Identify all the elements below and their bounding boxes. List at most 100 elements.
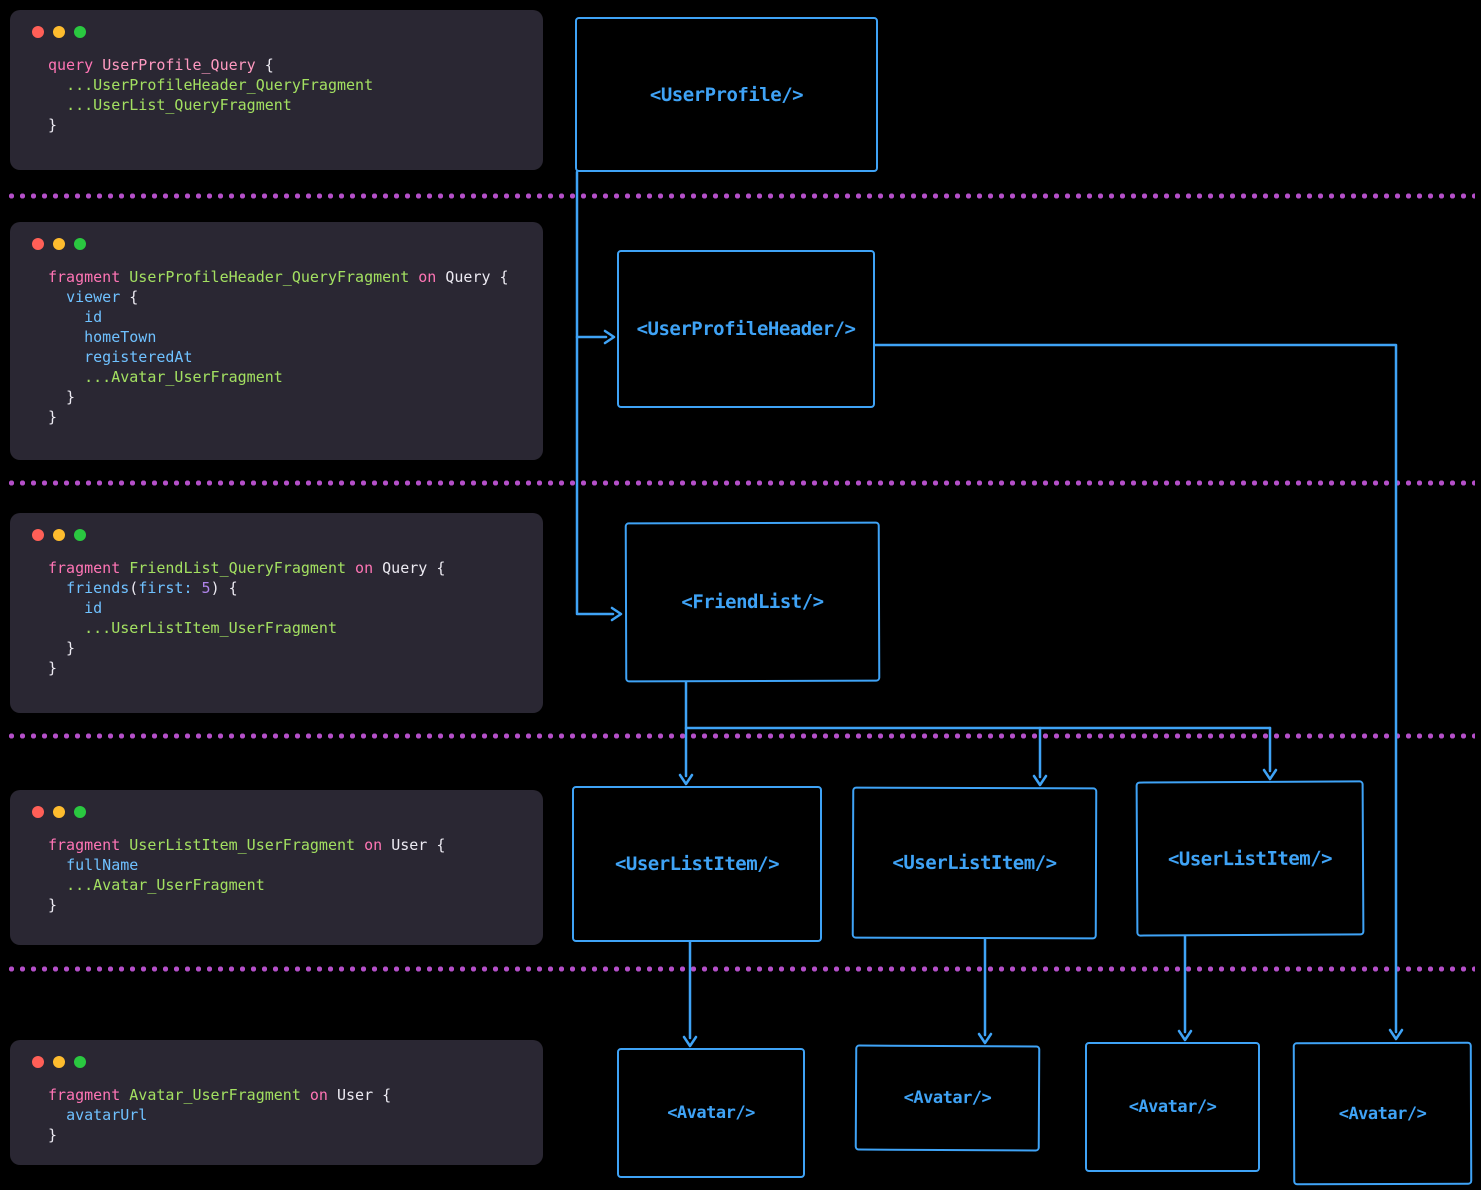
code-token: { bbox=[255, 56, 274, 74]
code-token: on bbox=[300, 1086, 337, 1104]
code-listing: fragment UserListItem_UserFragment on Us… bbox=[48, 835, 525, 915]
code-token: homeTown bbox=[84, 328, 157, 346]
component-box-avatar-3: <Avatar/> bbox=[1085, 1042, 1260, 1172]
component-box-user-profile: <UserProfile/> bbox=[575, 17, 878, 172]
code-token: ...UserListItem_UserFragment bbox=[84, 619, 337, 637]
zoom-button-icon bbox=[74, 238, 86, 250]
code-line: } bbox=[48, 895, 525, 915]
code-listing: fragment Avatar_UserFragment on User { a… bbox=[48, 1085, 525, 1145]
code-token: UserProfile_Query bbox=[102, 56, 256, 74]
code-token: FriendList_QueryFragment bbox=[129, 559, 347, 577]
component-label: <Avatar/> bbox=[667, 1103, 755, 1123]
code-line: } bbox=[48, 115, 525, 135]
code-token bbox=[48, 288, 66, 306]
code-token: ...Avatar_UserFragment bbox=[66, 876, 265, 894]
code-token: fragment bbox=[48, 836, 130, 854]
component-box-user-list-item-1: <UserListItem/> bbox=[572, 786, 822, 942]
code-token: id bbox=[84, 308, 103, 326]
code-token bbox=[48, 599, 84, 617]
code-token: { bbox=[373, 1086, 392, 1104]
component-box-avatar-1: <Avatar/> bbox=[617, 1048, 805, 1178]
code-token: ...Avatar_UserFragment bbox=[84, 368, 283, 386]
code-line: } bbox=[48, 407, 525, 427]
zoom-button-icon bbox=[74, 26, 86, 38]
component-label: <UserListItem/> bbox=[892, 851, 1057, 875]
code-token: UserProfileHeader_QueryFragment bbox=[129, 268, 410, 286]
code-line: } bbox=[48, 638, 525, 658]
minimize-button-icon bbox=[53, 1056, 65, 1068]
code-token: ) { bbox=[210, 579, 238, 597]
code-line: ...UserList_QueryFragment bbox=[48, 95, 525, 115]
code-line: avatarUrl bbox=[48, 1105, 525, 1125]
window-controls bbox=[32, 238, 525, 250]
dotted-separator bbox=[6, 733, 1475, 739]
code-token: } bbox=[48, 639, 76, 657]
code-token bbox=[193, 579, 202, 597]
code-line: ...UserListItem_UserFragment bbox=[48, 618, 525, 638]
code-line: fragment FriendList_QueryFragment on Que… bbox=[48, 558, 525, 578]
code-token bbox=[48, 368, 84, 386]
arrow-userlistitem-3-to-avatar-3 bbox=[1177, 934, 1193, 1042]
code-line: id bbox=[48, 598, 525, 618]
code-token: query bbox=[48, 56, 103, 74]
code-panel-user-profile-query: query UserProfile_Query { ...UserProfile… bbox=[10, 10, 543, 170]
code-token: { bbox=[427, 559, 446, 577]
code-token: Avatar_UserFragment bbox=[129, 1086, 301, 1104]
zoom-button-icon bbox=[74, 1056, 86, 1068]
code-token: Query bbox=[445, 268, 491, 286]
window-controls bbox=[32, 806, 525, 818]
code-token: } bbox=[48, 388, 76, 406]
code-token bbox=[48, 856, 66, 874]
code-panel-user-list-item-fragment: fragment UserListItem_UserFragment on Us… bbox=[10, 790, 543, 945]
code-token bbox=[48, 328, 84, 346]
zoom-button-icon bbox=[74, 806, 86, 818]
code-listing: query UserProfile_Query { ...UserProfile… bbox=[48, 55, 525, 135]
code-line: } bbox=[48, 387, 525, 407]
code-token: User bbox=[337, 1086, 374, 1104]
code-token: { bbox=[120, 288, 139, 306]
code-line: ...Avatar_UserFragment bbox=[48, 367, 525, 387]
code-line: fragment Avatar_UserFragment on User { bbox=[48, 1085, 525, 1105]
dotted-separator bbox=[6, 480, 1475, 486]
window-controls bbox=[32, 26, 525, 38]
code-token: User bbox=[391, 836, 428, 854]
code-line: fragment UserListItem_UserFragment on Us… bbox=[48, 835, 525, 855]
zoom-button-icon bbox=[74, 529, 86, 541]
code-token: friends bbox=[66, 579, 130, 597]
component-box-avatar-4: <Avatar/> bbox=[1292, 1041, 1473, 1186]
code-token bbox=[48, 308, 84, 326]
code-line: ...Avatar_UserFragment bbox=[48, 875, 525, 895]
code-line: friends(first: 5) { bbox=[48, 578, 525, 598]
minimize-button-icon bbox=[53, 26, 65, 38]
code-listing: fragment FriendList_QueryFragment on Que… bbox=[48, 558, 525, 678]
component-box-user-list-item-2: <UserListItem/> bbox=[851, 786, 1098, 940]
minimize-button-icon bbox=[53, 806, 65, 818]
code-line: fullName bbox=[48, 855, 525, 875]
code-token: fragment bbox=[48, 268, 130, 286]
code-token: UserListItem_UserFragment bbox=[129, 836, 356, 854]
close-button-icon bbox=[32, 26, 44, 38]
close-button-icon bbox=[32, 806, 44, 818]
code-line: viewer { bbox=[48, 287, 525, 307]
component-label: <Avatar/> bbox=[1128, 1097, 1217, 1117]
code-token: } bbox=[48, 116, 58, 134]
code-listing: fragment UserProfileHeader_QueryFragment… bbox=[48, 267, 525, 427]
code-token bbox=[48, 579, 66, 597]
code-token: } bbox=[48, 659, 58, 677]
close-button-icon bbox=[32, 238, 44, 250]
code-token: ...UserList_QueryFragment bbox=[66, 96, 292, 114]
component-label: <UserProfileHeader/> bbox=[636, 318, 856, 340]
window-controls bbox=[32, 529, 525, 541]
code-token: viewer bbox=[66, 288, 121, 306]
code-token: on bbox=[355, 836, 392, 854]
code-token: on bbox=[346, 559, 383, 577]
code-token: 5 bbox=[201, 579, 211, 597]
code-line: } bbox=[48, 1125, 525, 1145]
code-token bbox=[48, 1106, 66, 1124]
window-controls bbox=[32, 1056, 525, 1068]
arrow-userlistitem-2-to-avatar-2 bbox=[977, 937, 993, 1045]
arrow-userlistitem-1-to-avatar-1 bbox=[682, 940, 698, 1048]
code-panel-avatar-fragment: fragment Avatar_UserFragment on User { a… bbox=[10, 1040, 543, 1165]
code-token: fullName bbox=[66, 856, 139, 874]
code-token: id bbox=[84, 599, 103, 617]
